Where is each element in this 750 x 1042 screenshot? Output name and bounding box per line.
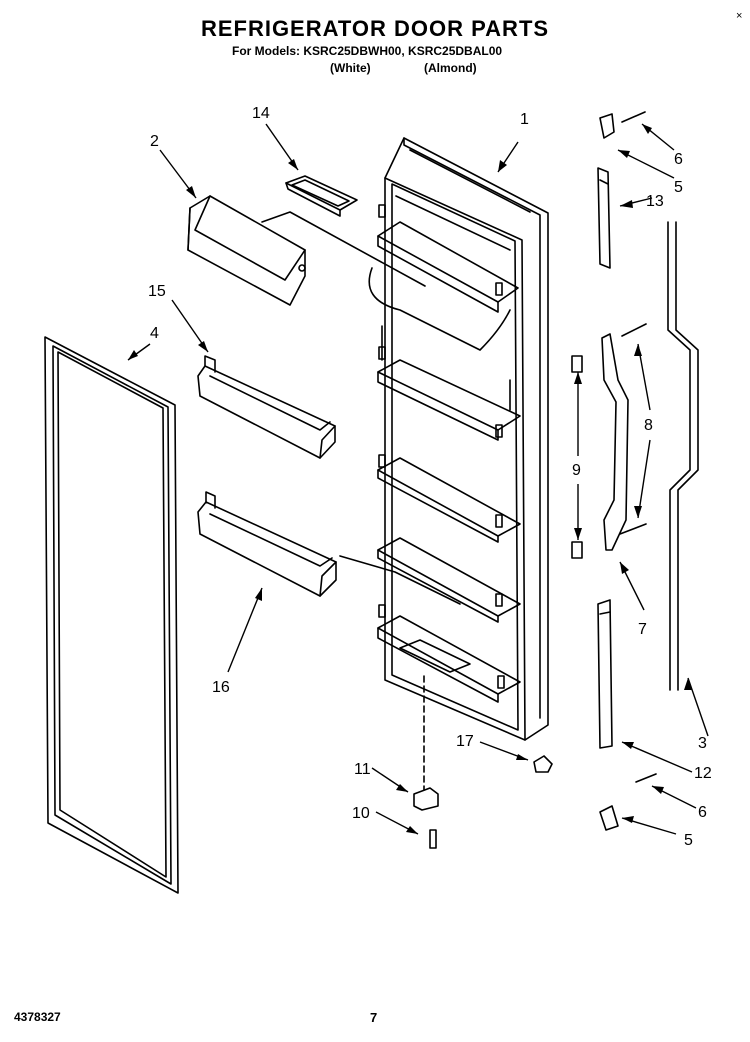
tray-part-14 <box>285 175 358 217</box>
screw-part-6-upper <box>621 111 646 123</box>
dairy-door-guide-line <box>261 211 426 287</box>
color-white-label: (White) <box>330 61 371 75</box>
color-almond-label: (Almond) <box>424 61 477 75</box>
callout-5b: 5 <box>684 832 693 849</box>
callout-1: 1 <box>520 111 529 128</box>
callout-9: 9 <box>572 462 581 479</box>
door-shelf-part-15 <box>197 355 336 459</box>
door-shelf-part-16 <box>197 491 337 597</box>
hinge-pin-part-11 <box>413 787 439 811</box>
callout-16: 16 <box>212 679 230 696</box>
page-number: 7 <box>370 1010 378 1025</box>
callout-11: 11 <box>354 761 371 778</box>
handle-trim-part-3 <box>667 221 699 691</box>
callout-14: 14 <box>252 105 270 122</box>
leader-3 <box>687 677 709 737</box>
callout-8: 8 <box>644 417 653 434</box>
part-number-footer: 4378327 <box>14 1010 61 1024</box>
callout-3: 3 <box>698 735 707 752</box>
callout-17: 17 <box>456 733 474 750</box>
leader-12 <box>621 741 693 773</box>
callout-5a: 5 <box>674 179 683 196</box>
diagram-title: REFRIGERATOR DOOR PARTS <box>200 16 550 41</box>
hinge-part-5-upper <box>599 113 615 139</box>
corner-mark: × <box>736 10 743 22</box>
screw-part-10 <box>429 829 437 849</box>
callout-2: 2 <box>150 133 159 150</box>
shelf-guide-line <box>339 555 461 605</box>
callout-6a: 6 <box>674 151 683 168</box>
handle-part-7 <box>601 333 629 551</box>
callout-labels: 1 2 3 4 5 5 6 6 7 8 9 10 11 12 13 14 15 … <box>148 105 712 849</box>
callout-12: 12 <box>694 765 712 782</box>
leader-16 <box>227 587 263 673</box>
leader-lines <box>127 123 709 835</box>
screw-part-8-upper <box>621 323 647 337</box>
door-panel-part-1 <box>368 137 549 741</box>
callout-15: 15 <box>148 283 166 300</box>
screw-part-6-lower <box>635 773 657 783</box>
callout-10: 10 <box>352 805 370 822</box>
callout-13: 13 <box>646 193 664 210</box>
plug-part-17 <box>533 755 553 773</box>
leader-arrowheads <box>128 124 692 834</box>
door-gasket-part-4 <box>44 336 179 894</box>
hinge-part-5-lower <box>599 805 619 831</box>
clip-part-9-upper <box>571 355 583 373</box>
clip-part-9-lower <box>571 541 583 559</box>
bracket-part-12 <box>597 599 613 749</box>
bracket-part-13 <box>597 167 611 269</box>
leader-8b <box>637 439 651 519</box>
screw-part-8-lower <box>619 523 647 535</box>
callout-6b: 6 <box>698 804 707 821</box>
callout-7: 7 <box>638 621 647 638</box>
callout-4: 4 <box>150 325 159 342</box>
model-numbers: For Models: KSRC25DBWH00, KSRC25DBAL00 <box>232 44 503 58</box>
dairy-door-part-2 <box>187 195 306 306</box>
